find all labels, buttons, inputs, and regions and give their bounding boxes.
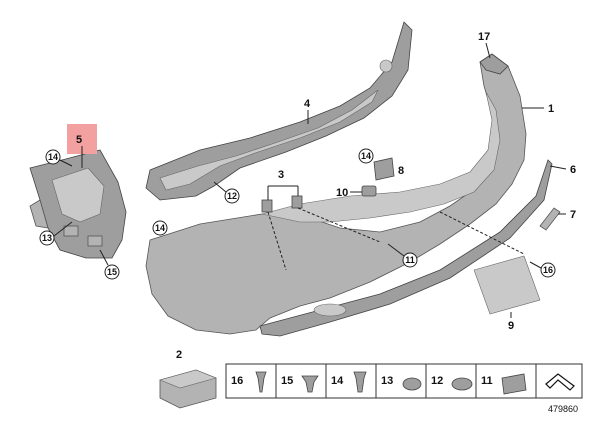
part-2-block <box>159 369 217 409</box>
part-8-bracket <box>373 157 395 181</box>
callout-16-circle <box>540 262 556 278</box>
callout-5: 5 <box>76 134 82 146</box>
legend-item-14: 14 <box>331 375 344 387</box>
legend-item-13: 13 <box>381 375 393 387</box>
cable-tie-icon <box>545 373 575 391</box>
callout-15-circle <box>104 264 120 280</box>
part-7-reflector <box>539 207 561 231</box>
callout-8: 8 <box>398 165 404 177</box>
callout-14a: 14 <box>48 152 58 162</box>
legend-item-16: 16 <box>231 375 243 387</box>
callout-4: 4 <box>304 98 311 110</box>
callout-13: 13 <box>42 233 52 243</box>
callout-14b: 14 <box>155 223 165 233</box>
part-6-trim <box>259 159 553 337</box>
part-4-carrier <box>145 21 413 201</box>
callout-11a: 11 <box>405 255 415 265</box>
callout-10: 10 <box>336 187 348 199</box>
legend-item-12: 12 <box>431 375 443 387</box>
callout-16: 16 <box>543 265 553 275</box>
callout-14b-circle <box>152 220 168 236</box>
fastener-legend: 16 15 14 13 12 11 <box>225 363 583 399</box>
callout-7: 7 <box>570 209 576 221</box>
callout-14c: 14 <box>361 151 371 161</box>
legend-item-15: 15 <box>281 375 293 387</box>
screw-14-icon <box>353 371 367 393</box>
legend-item-11: 11 <box>481 375 493 387</box>
callout-1: 1 <box>548 103 554 115</box>
part-10-grommet <box>361 185 377 197</box>
nut-13-icon <box>402 377 422 391</box>
diagram-reference-number: 479860 <box>548 404 578 414</box>
part-9-plate <box>473 255 541 315</box>
part-3-brackets <box>261 195 303 213</box>
part-1-bumper <box>145 53 527 335</box>
callout-15: 15 <box>107 267 117 277</box>
callout-17: 17 <box>478 31 490 43</box>
clip-11-icon <box>501 373 527 395</box>
callout-13-circle <box>39 230 55 246</box>
callout-12-circle <box>224 188 240 204</box>
callout-2: 2 <box>176 349 182 361</box>
screw-16-icon <box>255 371 267 393</box>
callout-14c-circle <box>358 148 374 164</box>
callout-14a-circle <box>45 149 61 165</box>
callout-9: 9 <box>508 320 514 332</box>
callout-11a-circle <box>402 252 418 268</box>
clip-15-icon <box>301 375 319 393</box>
nut-12-icon <box>451 377 473 391</box>
callout-12: 12 <box>227 191 237 201</box>
callout-3: 3 <box>278 169 284 181</box>
part-5-bracket <box>29 149 127 259</box>
callout-6: 6 <box>570 164 576 176</box>
